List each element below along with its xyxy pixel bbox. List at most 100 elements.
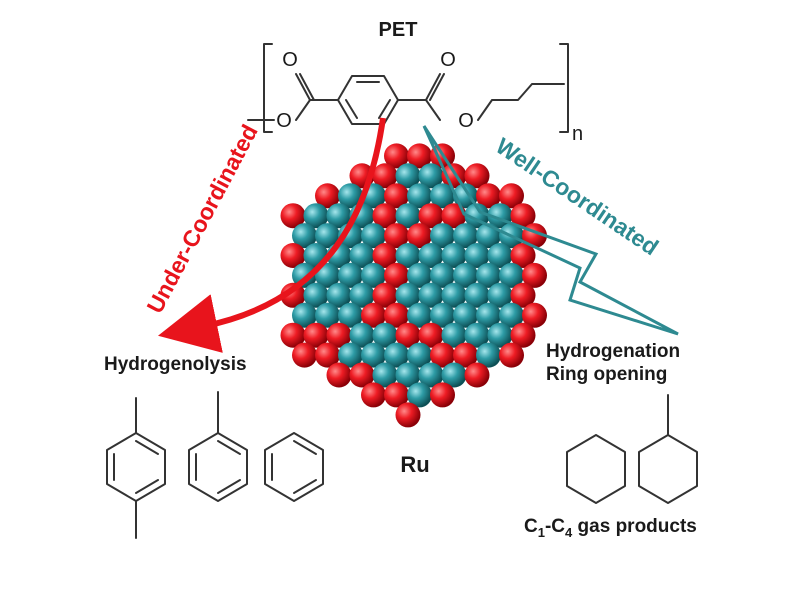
bulk-atom bbox=[407, 342, 432, 368]
bulk-atom bbox=[430, 302, 455, 328]
surface-atom bbox=[384, 382, 409, 408]
surface-atom bbox=[384, 223, 409, 249]
surface-atom bbox=[510, 322, 536, 348]
bulk-atom bbox=[418, 362, 444, 388]
surface-atom bbox=[418, 203, 444, 229]
bulk-atom bbox=[453, 223, 478, 249]
bulk-atom bbox=[453, 262, 478, 288]
bulk-atom bbox=[487, 282, 513, 308]
bulk-atom bbox=[361, 223, 386, 249]
bulk-atom bbox=[430, 183, 455, 209]
bulk-atom bbox=[361, 342, 386, 368]
surface-atom bbox=[326, 362, 352, 388]
ru-nanoparticle bbox=[280, 143, 547, 428]
bulk-atom bbox=[303, 282, 329, 308]
surface-atom bbox=[395, 402, 421, 428]
pet-right-bonds bbox=[397, 73, 565, 121]
surface-atom bbox=[280, 282, 306, 308]
ru-label: Ru bbox=[400, 452, 429, 477]
bulk-atom bbox=[476, 302, 501, 328]
bulk-atom bbox=[464, 322, 490, 348]
bulk-atom bbox=[349, 322, 375, 348]
hydrogenolysis-products: Hydrogenolysis bbox=[104, 354, 324, 539]
surface-atom bbox=[372, 163, 398, 189]
bulk-atom bbox=[487, 243, 513, 268]
surface-atom bbox=[315, 342, 340, 368]
surface-atom bbox=[430, 382, 455, 408]
surface-atom bbox=[280, 203, 306, 229]
surface-atom bbox=[522, 262, 547, 288]
surface-atom bbox=[384, 262, 409, 288]
bulk-atom bbox=[338, 342, 363, 368]
surface-atom bbox=[395, 322, 421, 348]
bulk-atom bbox=[315, 302, 340, 328]
bulk-atom bbox=[407, 262, 432, 288]
bulk-atom bbox=[441, 243, 467, 268]
bulk-atom bbox=[395, 163, 421, 189]
bulk-atom bbox=[338, 302, 363, 328]
surface-atom bbox=[349, 362, 375, 388]
surface-atom bbox=[441, 203, 467, 229]
pet-structure: PET n O O O O bbox=[247, 19, 583, 145]
bulk-atom bbox=[418, 243, 444, 268]
bulk-atom bbox=[464, 243, 490, 268]
bulk-atom bbox=[326, 282, 352, 308]
bulk-atom bbox=[441, 282, 467, 308]
surface-atom bbox=[510, 243, 536, 268]
left-bracket bbox=[263, 43, 273, 133]
surface-atom bbox=[361, 382, 386, 408]
bulk-atom bbox=[499, 302, 524, 328]
surface-atom bbox=[384, 143, 409, 169]
pet-left-bonds bbox=[247, 73, 339, 121]
p-xylene-structure bbox=[106, 397, 166, 539]
right-bracket bbox=[559, 43, 569, 133]
bulk-atom bbox=[476, 262, 501, 288]
pet-label: PET bbox=[379, 19, 418, 41]
surface-atom bbox=[372, 282, 398, 308]
bulk-atom bbox=[349, 243, 375, 268]
bulk-atom bbox=[395, 203, 421, 229]
bulk-atom bbox=[418, 282, 444, 308]
bulk-atom bbox=[464, 282, 490, 308]
toluene-structure bbox=[188, 391, 248, 502]
bulk-atom bbox=[407, 183, 432, 209]
gas-subscript-1: 1 bbox=[538, 525, 545, 540]
bulk-atom bbox=[430, 223, 455, 249]
surface-atom bbox=[499, 342, 524, 368]
bulk-atom bbox=[303, 203, 329, 229]
surface-atom bbox=[453, 342, 478, 368]
bulk-atom bbox=[453, 302, 478, 328]
surface-atom bbox=[292, 342, 317, 368]
well-coordinated-arrow bbox=[422, 125, 679, 336]
surface-atom bbox=[372, 243, 398, 268]
bulk-atom bbox=[326, 203, 352, 229]
bulk-atom bbox=[395, 282, 421, 308]
repeat-unit-subscript: n bbox=[572, 123, 583, 145]
bulk-atom bbox=[395, 243, 421, 268]
bulk-atom bbox=[315, 262, 340, 288]
cyclohexane-structure bbox=[566, 434, 626, 504]
bulk-atom bbox=[292, 302, 317, 328]
bulk-atom bbox=[292, 223, 317, 249]
under-coordinated-arrow bbox=[158, 117, 386, 353]
surface-atom bbox=[407, 143, 432, 169]
left-ester-oxygen: O bbox=[276, 110, 292, 132]
surface-atom bbox=[384, 302, 409, 328]
ring-opening-label: Ring opening bbox=[546, 364, 667, 385]
bulk-atom bbox=[407, 382, 432, 408]
surface-atom bbox=[430, 342, 455, 368]
pet-ring-inner-bonds bbox=[345, 81, 391, 119]
hydrogenolysis-label: Hydrogenolysis bbox=[104, 354, 247, 375]
surface-atom bbox=[522, 302, 547, 328]
gas-subscript-4: 4 bbox=[565, 525, 573, 540]
bulk-atom bbox=[476, 342, 501, 368]
bulk-atom bbox=[372, 322, 398, 348]
under-coordinated-label: Under-Coordinated bbox=[141, 120, 262, 317]
surface-atom bbox=[464, 163, 490, 189]
surface-atom bbox=[384, 183, 409, 209]
surface-atom bbox=[418, 322, 444, 348]
bulk-atom bbox=[338, 183, 363, 209]
surface-atom bbox=[303, 322, 329, 348]
bulk-atom bbox=[384, 342, 409, 368]
